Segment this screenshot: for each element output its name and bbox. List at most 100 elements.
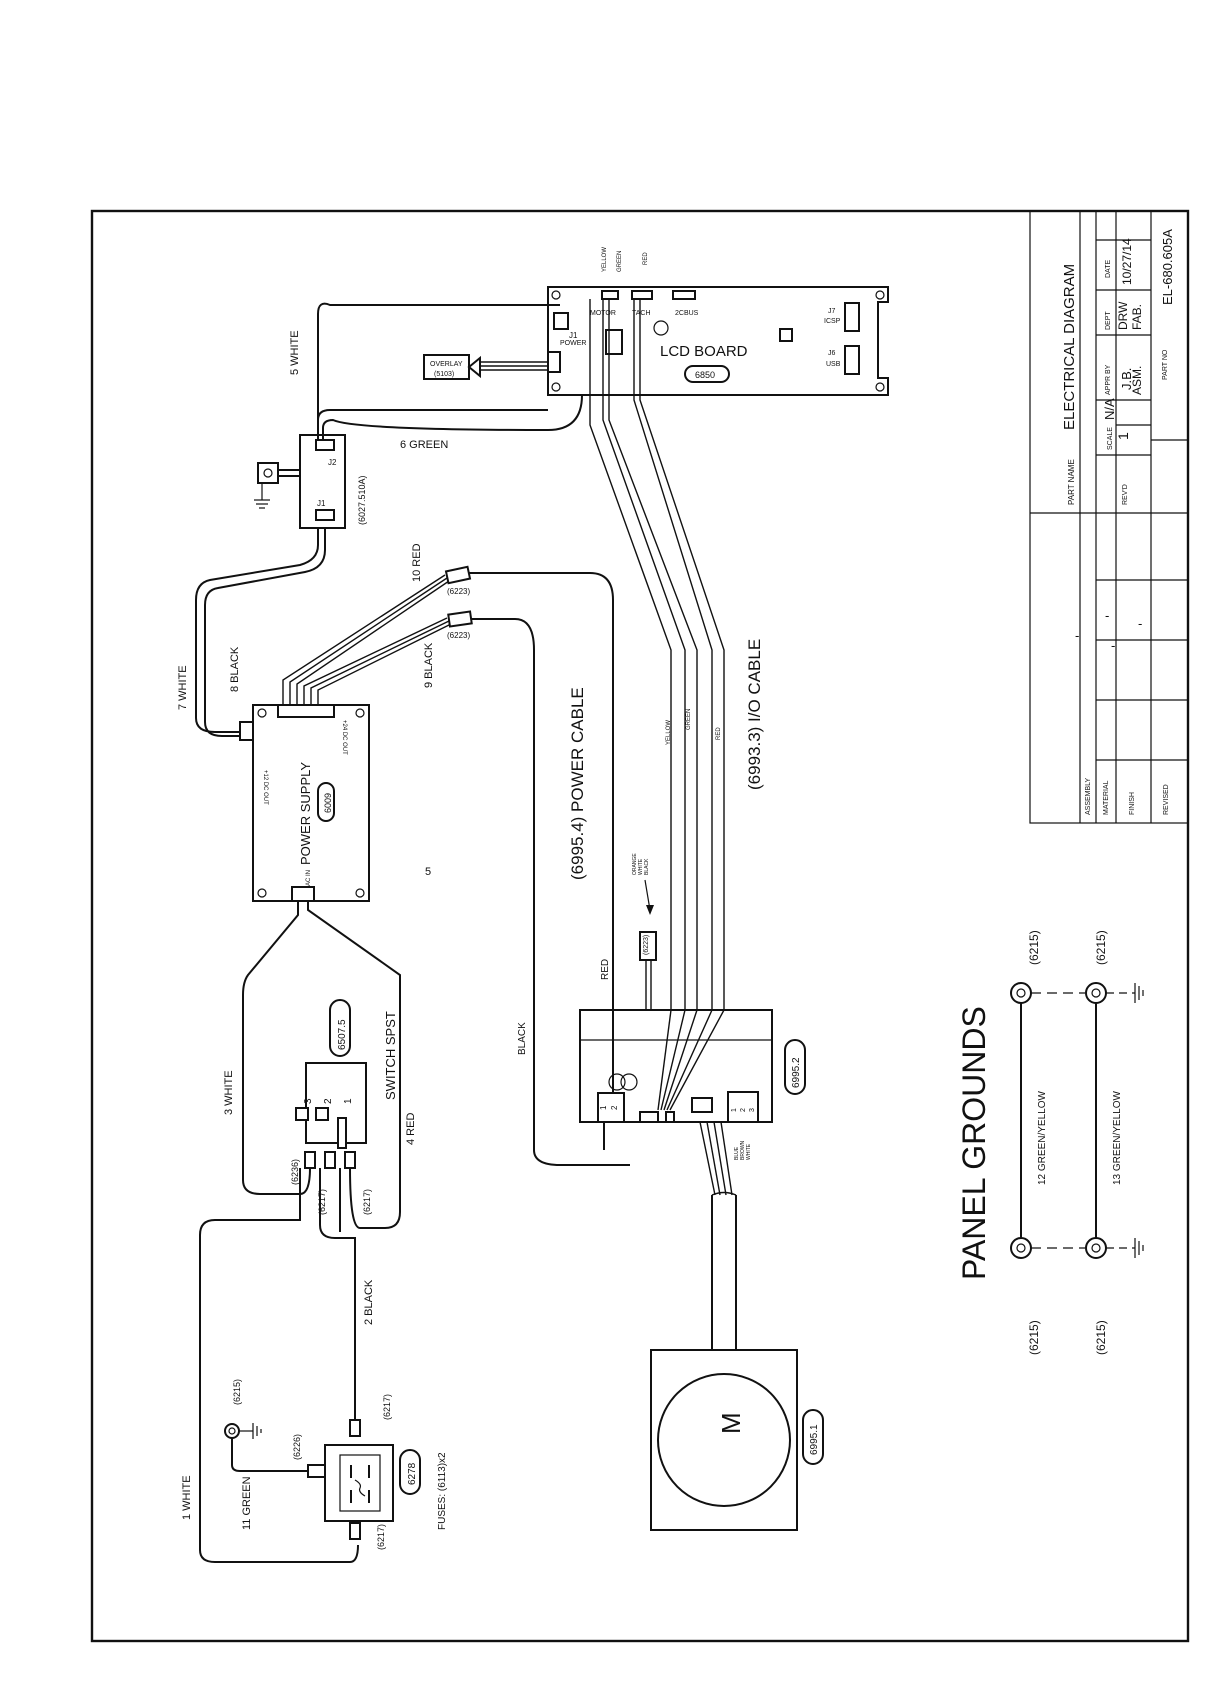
black-wire-label: BLACK [517, 1022, 528, 1055]
dept-drw: DRW [1116, 301, 1130, 330]
red-wire-label: RED [600, 959, 611, 980]
io-wire-red [633, 299, 713, 1010]
lcd-icsp-label: ICSP [824, 318, 841, 325]
power-inlet: 6278 FUSES: (6113)x2 [307, 1419, 448, 1540]
io-green-label: GREEN [686, 709, 692, 730]
switch-label: SWITCH SPST [383, 1011, 398, 1100]
p6217-c: (6217) [382, 1394, 392, 1420]
dash-2: - [1105, 608, 1109, 623]
ps-acin: AC IN [306, 870, 312, 886]
inlet-part: 6278 [407, 1462, 418, 1485]
lcd-usb-label: USB [826, 361, 841, 368]
lcd-tag-green: GREEN [617, 251, 623, 272]
part-name-value: ELECTRICAL DIAGRAM [1061, 264, 1078, 430]
p6236: (6236) [290, 1159, 300, 1185]
revised-label: REVISED [1163, 784, 1170, 815]
lcd-board: J1 POWER MOTOR TACH 2CBUS J7 ICSP J6 USB… [547, 247, 889, 396]
filter-j2-label: J2 [328, 458, 337, 467]
switch-part: 6507.5 [337, 1019, 348, 1050]
appr-by-value: J.B. [1119, 368, 1134, 390]
switch-pin-1: 1 [343, 1098, 354, 1104]
wire-3-label: 3 WHITE [223, 1070, 235, 1115]
ring-d: (6215) [1094, 1320, 1108, 1355]
controller-part: 6995.2 [791, 1057, 802, 1088]
filter-board: J2 J1 (6027.510A) [254, 434, 367, 529]
dash-1: - [1075, 628, 1079, 643]
misc-mark: 5 [425, 866, 431, 878]
revd-label: REV'D [1122, 484, 1129, 505]
overlay-label: OVERLAY [430, 361, 463, 368]
ctrl-pin2-1: 1 [731, 1108, 738, 1112]
power-supply: +12 DC OUT +24 DC OUT AC IN POWER SUPPLY… [239, 704, 370, 902]
ctrl-pin2-2: 2 [740, 1108, 747, 1112]
wire-6-label: 6 GREEN [400, 439, 448, 451]
wire-12-label: 12 GREEN/YELLOW [1037, 1091, 1048, 1185]
motor-label: M [716, 1412, 746, 1434]
wire-5-label: 5 WHITE [289, 330, 301, 375]
lcd-j6-label: J6 [828, 350, 836, 357]
io-cable-label: (6993.3) I/O CABLE [745, 639, 764, 790]
c6223-b: (6223) [447, 631, 470, 640]
motor: M 6995.1 [650, 1349, 824, 1531]
tag-blue: BLUE [734, 1146, 740, 1160]
wire-4 [307, 901, 401, 1229]
part-no-value: EL-680.605A [1160, 229, 1175, 305]
dept-asm: ASM. [1130, 366, 1144, 395]
ring-a: (6215) [1027, 930, 1041, 965]
wire-6 [322, 394, 583, 440]
io-wire-green [589, 299, 672, 1010]
overlay-component: OVERLAY (5103) [423, 354, 548, 380]
io-wire-yellow [602, 299, 686, 1010]
p6215-a: (6215) [232, 1379, 242, 1405]
wire-10-label: 10 RED [411, 543, 423, 582]
lcd-2cbus-label: 2CBUS [675, 310, 699, 317]
tag-white: WHITE [746, 1143, 752, 1160]
io-yellow-label: YELLOW [666, 720, 672, 745]
ctrl-pin-2: 2 [610, 1105, 619, 1110]
ps-out24: +24 DC OUT [341, 720, 347, 755]
wire-3 [242, 901, 311, 1195]
switch-pin-3: 3 [303, 1098, 314, 1104]
ps-out12: +12 DC OUT [262, 770, 268, 805]
part-no-label: PART NO [1162, 349, 1169, 380]
wire-11 [231, 1438, 308, 1472]
power-cable-label: (6995.4) POWER CABLE [568, 687, 587, 880]
dash-3: - [1111, 638, 1115, 653]
filter-board-part: (6027.510A) [357, 475, 367, 525]
lcd-tag-red: RED [643, 252, 649, 265]
lcd-tach-label: TACH [632, 310, 651, 317]
panel-grounds-title: PANEL GROUNDS [956, 1006, 992, 1280]
date-value: 10/27/14 [1120, 238, 1134, 285]
wire-10a [282, 574, 446, 705]
dept-fab: FAB. [1130, 304, 1144, 330]
wire-1 [199, 1168, 359, 1563]
p6226: (6226) [292, 1434, 302, 1460]
tag-brown: BROWN [740, 1140, 746, 1160]
lcd-board-part: 6850 [695, 370, 715, 380]
wire-8 [204, 528, 326, 737]
filter-j1-label: J1 [317, 499, 326, 508]
revd-value: 1 [1115, 432, 1131, 440]
switch-pin-2: 2 [323, 1098, 334, 1104]
scale-value: N/A [1102, 398, 1117, 420]
panel-grounds: PANEL GROUNDS 12 GREEN/YELLOW 13 GREEN/Y… [956, 930, 1144, 1355]
assembly-label: ASSEMBLY [1085, 777, 1092, 815]
note-black: BLACK [644, 858, 650, 875]
motor-part: 6995.1 [809, 1424, 820, 1455]
note-orange: ORANGE [632, 853, 638, 875]
lcd-tag-yellow: YELLOW [602, 247, 608, 272]
ps-label: POWER SUPPLY [298, 762, 313, 865]
wire-7 [195, 528, 319, 733]
ring-c: (6215) [1027, 1320, 1041, 1355]
dash-4: - [1138, 616, 1142, 631]
overlay-part: (5103) [434, 371, 454, 378]
part-name-label: PART NAME [1067, 459, 1076, 505]
wire-2-label: 2 BLACK [363, 1279, 375, 1325]
p6217-b: (6217) [362, 1189, 372, 1215]
io-red-label: RED [716, 727, 722, 740]
ctrl-pin2-3: 3 [749, 1108, 756, 1112]
ring-b: (6215) [1094, 930, 1108, 965]
inlet-fuses: FUSES: (6113)x2 [437, 1452, 448, 1530]
finish-label: FINISH [1129, 792, 1136, 815]
